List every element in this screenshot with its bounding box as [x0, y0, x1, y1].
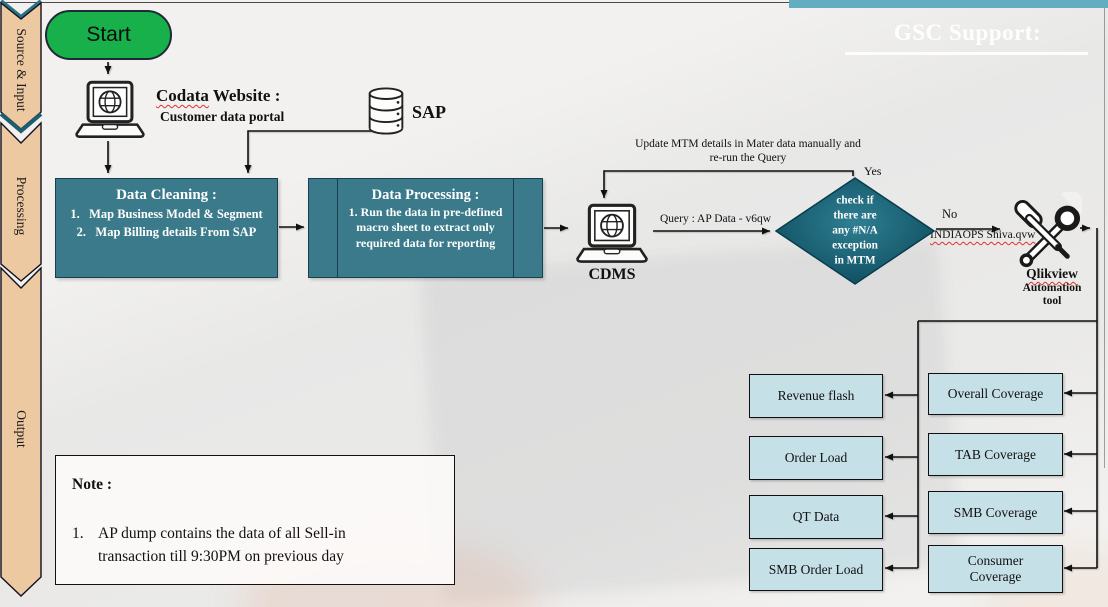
decision-diamond-shape [774, 177, 936, 285]
qlikview-title: Qlikview [1026, 266, 1078, 281]
qlikview-subtitle-1: Automation [1022, 281, 1082, 294]
stage-sidebar [0, 0, 43, 597]
stage-label-output: Output [14, 410, 29, 448]
feedback-instruction: Update MTM details in Mater data manuall… [608, 138, 888, 166]
top-hairline [0, 2, 1108, 3]
connector-decision-yes-feedback [600, 170, 854, 198]
codata-word: Codata [156, 86, 209, 105]
item-text: Map Business Model & Segment [89, 207, 263, 221]
note-item: 1. AP dump contains the data of all Sell-… [72, 522, 442, 569]
item-number: 1. [70, 207, 80, 221]
sap-database-icon [368, 87, 404, 135]
codata-rest: Website : [212, 86, 281, 105]
note-title: Note : [72, 476, 113, 493]
output-box-order-load: Order Load [749, 436, 883, 480]
output-box-revenue-flash: Revenue flash [749, 374, 883, 418]
codata-website-subtitle: Customer data portal [160, 109, 285, 124]
data-cleaning-title: Data Cleaning : [116, 187, 217, 203]
data-cleaning-box: Data Cleaning : 1. Map Business Model & … [55, 178, 278, 278]
ghost-title-underline [845, 52, 1088, 55]
output-box-smb-coverage: SMB Coverage [928, 491, 1063, 534]
chevron-accent-mid [0, 112, 43, 134]
note-line-2: transaction till 9:30PM on previous day [98, 548, 344, 566]
feedback-line-1: Update MTM details in Mater data manuall… [635, 138, 861, 150]
consumer-coverage-text: Consumer Coverage [967, 553, 1024, 584]
sap-label: SAP [412, 102, 447, 122]
item-number: 2. [76, 225, 87, 240]
data-processing-title: Data Processing : [371, 187, 480, 203]
stage-chevron-processing [0, 121, 42, 282]
yes-label: Yes [864, 164, 882, 178]
feedback-line-2: re-run the Query [709, 151, 787, 164]
ghost-title: GSC Support: [893, 20, 1042, 45]
start-node: Start [45, 10, 172, 60]
output-box-qt-data: QT Data [749, 495, 883, 539]
qvw-file-label: INDIAOPS Shiva.qvw [930, 229, 1036, 241]
chevron-accent-top [0, 0, 43, 20]
data-processing-body: 1. Run the data in pre-defined macro she… [348, 205, 503, 250]
qlikview-subtitle-2: tool [1042, 294, 1062, 307]
data-cleaning-item-2: 2. Map Billing details From SAP [56, 224, 277, 240]
connector-sap-to-cleaning [244, 130, 386, 173]
stage-chevron-source-input [0, 1, 42, 130]
stage-chevron-output [0, 266, 42, 597]
output-box-consumer-coverage: Consumer Coverage [928, 545, 1063, 593]
codata-laptop-icon [75, 80, 145, 138]
item-text: Map Billing details From SAP [95, 225, 257, 240]
query-label: Query : AP Data - v6qw [660, 213, 772, 225]
cdms-laptop-icon [576, 203, 648, 263]
predefined-process-line-right [513, 179, 514, 277]
right-edge-line [1104, 8, 1105, 468]
qlikview-caption: Qlikview Automation tool [1006, 266, 1098, 308]
cdms-label: CDMS [588, 266, 636, 283]
note-item-number: 1. [72, 525, 84, 542]
stage-label-processing: Processing [14, 176, 29, 236]
note-line-1: AP dump contains the data of all Sell-in [98, 525, 346, 542]
top-accent-bar [789, 0, 1108, 8]
data-cleaning-item-1: 1. Map Business Model & Segment [56, 206, 277, 222]
output-box-smb-order-load: SMB Order Load [749, 548, 883, 591]
no-label: No [942, 207, 958, 221]
output-box-tab-coverage: TAB Coverage [928, 433, 1063, 476]
decision-text: check if there are any #N/A exception in… [832, 194, 878, 267]
predefined-process-line-left [337, 179, 338, 277]
tools-icon [1014, 192, 1082, 268]
stage-label-source-input: Source & Input [14, 28, 29, 112]
decision-diamond: check if there are any #N/A exception in… [774, 177, 936, 285]
output-box-overall-coverage: Overall Coverage [928, 373, 1063, 415]
data-processing-box: Data Processing : 1. Run the data in pre… [308, 178, 543, 278]
note-box: Note : 1. AP dump contains the data of al… [55, 455, 455, 585]
codata-website-title: Codata Website : [156, 86, 280, 106]
